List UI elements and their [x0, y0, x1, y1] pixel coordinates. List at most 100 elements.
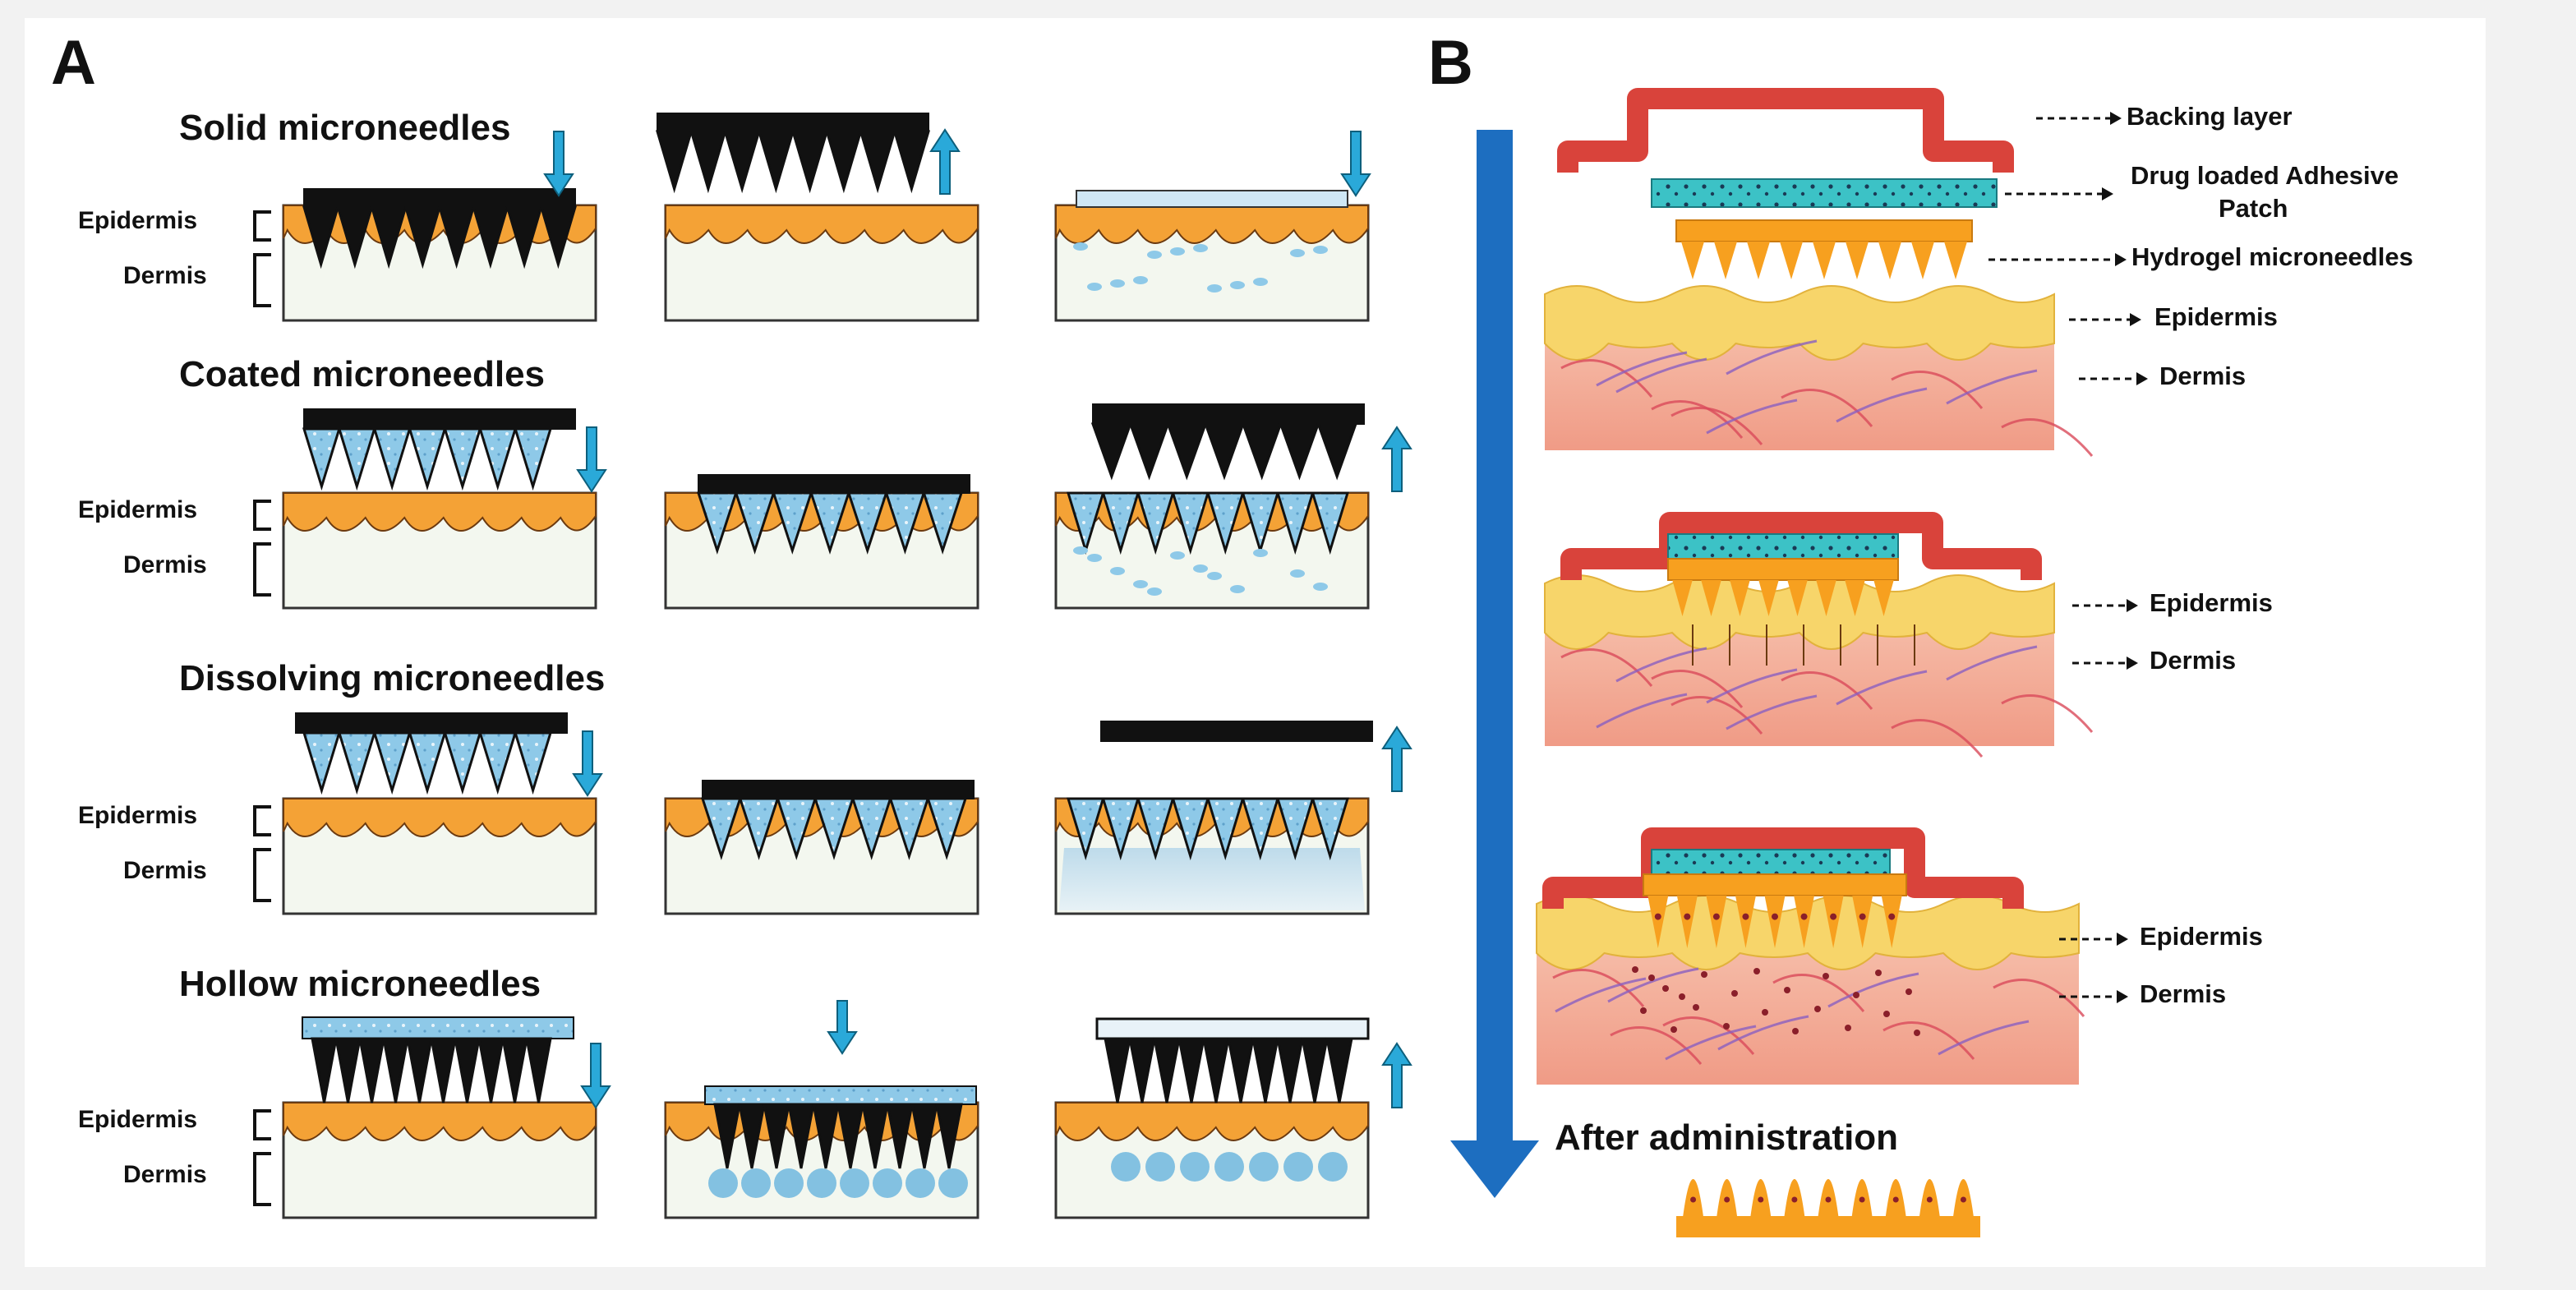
drug-particle — [1133, 276, 1148, 284]
blood-vessel — [1610, 1026, 1703, 1065]
blood-vessel — [1836, 387, 1928, 423]
blood-vessel — [1726, 339, 1818, 375]
microneedle — [408, 427, 447, 491]
drug-dot — [1791, 1196, 1798, 1203]
patch-base — [702, 780, 975, 799]
drug-cloud — [1249, 1152, 1279, 1182]
blood-vessel — [1938, 1020, 2030, 1056]
drug-adhesive-patch — [1667, 533, 1899, 560]
drug-particle — [1253, 549, 1268, 557]
microneedle — [700, 797, 742, 860]
epidermis-label: Epidermis — [78, 496, 197, 523]
solid-step-1 — [282, 131, 597, 322]
microneedle — [1204, 422, 1245, 481]
microneedle — [813, 797, 855, 860]
patch-base — [657, 113, 929, 132]
microneedle — [926, 797, 968, 860]
microneedle — [1205, 491, 1245, 555]
released-drug-dot — [1648, 974, 1655, 981]
hydrogel-microneedle — [1676, 896, 1698, 948]
drug-cloud — [1214, 1152, 1244, 1182]
down-arrow-icon — [827, 1000, 858, 1055]
drug-particle — [1193, 244, 1208, 252]
microneedle — [859, 130, 896, 194]
hydrogel-base — [1676, 1216, 1980, 1237]
drug-dot — [1742, 913, 1749, 920]
released-drug-dot — [1731, 990, 1738, 997]
drug-dot — [1772, 913, 1778, 920]
drug-cloud — [708, 1168, 738, 1198]
patch-base — [303, 188, 576, 208]
drug-particle — [1230, 281, 1245, 289]
hydrogel-base — [1675, 219, 1973, 242]
released-drug-dot — [1693, 1004, 1699, 1011]
dissolving-step-3 — [1054, 721, 1412, 915]
drug-cloud — [774, 1168, 804, 1198]
process-arrow-head — [1450, 1140, 1539, 1198]
blood-vessel — [2001, 694, 2094, 733]
skin-labels-dissolving: Epidermis Dermis — [78, 802, 271, 902]
blood-vessel — [1706, 399, 1798, 435]
hydrogel-microneedle — [1873, 580, 1894, 616]
released-drug-dot — [1679, 993, 1685, 1000]
microneedle — [696, 491, 738, 555]
hollow-needle — [1325, 1037, 1353, 1103]
microneedle — [922, 491, 964, 555]
hollow-needle — [1128, 1037, 1156, 1103]
drug-particle — [1290, 569, 1305, 578]
process-arrow-shaft — [1477, 130, 1513, 1140]
microneedle — [478, 731, 518, 795]
row-title-dissolving: Dissolving microneedles — [179, 658, 605, 698]
blood-vessel — [1946, 369, 2038, 405]
backing-layer — [1542, 827, 2024, 909]
drug-dot — [1690, 1196, 1697, 1203]
hollow-needle — [812, 1103, 840, 1169]
drug-particle — [1207, 572, 1222, 580]
hollow-needle — [1104, 1037, 1131, 1103]
hollow-needle — [334, 1037, 362, 1103]
hollow-step-2 — [664, 1000, 979, 1219]
released-drug-dot — [1792, 1028, 1799, 1034]
microneedle — [505, 205, 543, 270]
microneedle — [884, 491, 926, 555]
stage-2 — [1544, 512, 2094, 758]
microneedle — [846, 491, 888, 555]
hydrogel-microneedle — [1878, 242, 1901, 279]
microneedle — [1128, 422, 1170, 481]
patch-base — [1100, 721, 1373, 742]
after-administration-label: After administration — [1555, 1117, 1898, 1158]
hydrogel-microneedle — [1706, 896, 1727, 948]
drug-cloud — [938, 1168, 968, 1198]
microneedle — [888, 797, 930, 860]
blood-vessel — [1781, 389, 1873, 427]
drug-cloud — [1180, 1152, 1210, 1182]
released-drug-dot — [1670, 1026, 1677, 1033]
drug-particle — [1193, 564, 1208, 573]
hollow-needle — [763, 1103, 790, 1169]
blood-vessel — [1670, 696, 1763, 735]
hollow-needle — [886, 1103, 914, 1169]
process-arrow-icon — [1450, 130, 1539, 1198]
blood-vessel — [1596, 351, 1688, 387]
released-drug-dot — [1814, 1006, 1821, 1012]
blood-vessel — [1891, 719, 1984, 758]
microneedle — [1275, 491, 1315, 555]
hydrogel-microneedles-label: Hydrogel microneedles — [2131, 242, 2413, 271]
microneedle — [478, 427, 518, 491]
drug-dot — [1800, 913, 1808, 920]
drug-cloud — [1283, 1152, 1313, 1182]
microneedle — [370, 205, 408, 270]
blood-vessel — [1552, 969, 1645, 1007]
hollow-needle — [1177, 1037, 1205, 1103]
panel-b-legend: Backing layer Drug loaded Adhesive Patch… — [1988, 102, 2413, 271]
drug-dot — [1712, 913, 1720, 920]
microneedle — [1171, 797, 1210, 861]
hydrogel-microneedle — [1787, 580, 1808, 616]
row-title-solid: Solid microneedles — [179, 108, 510, 148]
drug-cloud — [1111, 1152, 1141, 1182]
down-arrow-icon — [543, 131, 574, 197]
dissolving-step-2 — [664, 780, 979, 915]
microneedle — [1205, 797, 1245, 861]
released-drug-dot — [1784, 987, 1790, 993]
hydrogel-microneedle — [1846, 242, 1869, 279]
